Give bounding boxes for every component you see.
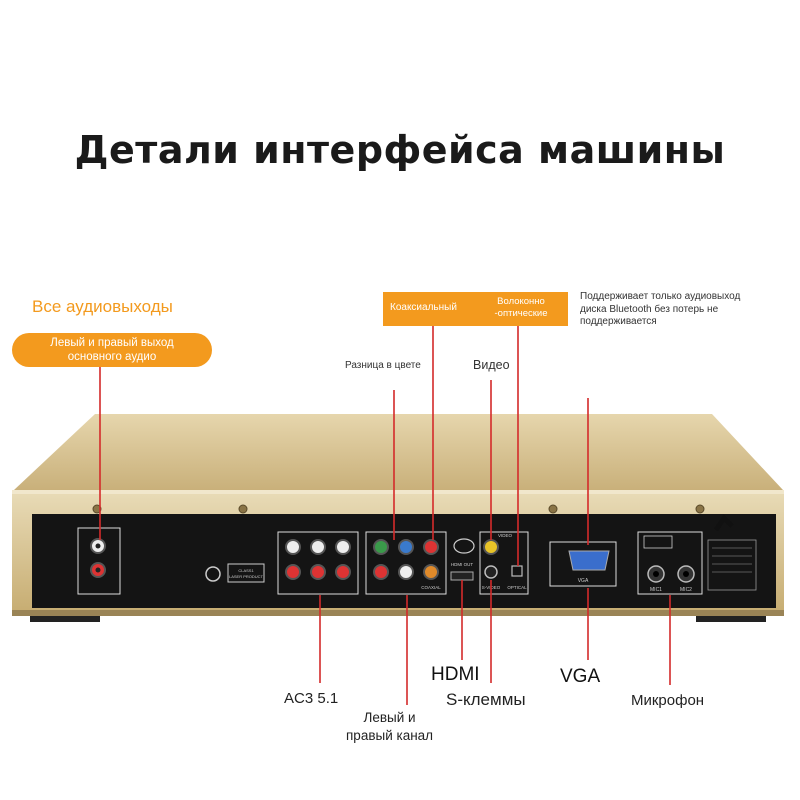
page-title: Детали интерфейса машины bbox=[74, 128, 726, 172]
rca-orange-jack bbox=[423, 564, 439, 580]
hdmi-label: HDMI bbox=[431, 664, 480, 685]
rca-white-jack bbox=[398, 564, 414, 580]
optical-port bbox=[511, 565, 523, 577]
microphone-label: Микрофон bbox=[631, 692, 705, 709]
lr-main-audio-pill: Левый и правый выход основного аудио bbox=[12, 333, 212, 367]
vga-label: VGA bbox=[560, 666, 601, 687]
color-difference-label: Разница в цвете bbox=[345, 360, 421, 371]
video-label: Видео bbox=[473, 358, 510, 372]
lr-channel-line2: правый канал bbox=[346, 728, 434, 743]
all-audio-outputs-label: Все аудиовыходы bbox=[32, 297, 173, 316]
svideo-label: S-клеммы bbox=[446, 690, 526, 709]
class1-text: CLASS1 bbox=[238, 568, 254, 573]
rca-red-jack bbox=[423, 539, 439, 555]
laser-text: LASER PRODUCT bbox=[229, 574, 264, 579]
rca-blue-jack bbox=[398, 539, 414, 555]
rear-panel bbox=[32, 514, 776, 608]
device-top bbox=[14, 414, 783, 490]
optical-label: Волоконно -оптические bbox=[486, 296, 556, 320]
rca-white-jack bbox=[335, 539, 351, 555]
rca-red-jack bbox=[285, 564, 301, 580]
power-cable bbox=[713, 514, 734, 532]
vga-port bbox=[568, 550, 610, 571]
rca-white-jack bbox=[310, 539, 326, 555]
screw bbox=[695, 504, 705, 514]
optical-line2: -оптические bbox=[494, 308, 548, 319]
bt-line1: Поддерживает только аудиовыход bbox=[580, 291, 741, 302]
mic2-text: MIC2 bbox=[680, 587, 692, 593]
ac3-label: AC3 5.1 bbox=[284, 690, 339, 707]
power-label bbox=[707, 539, 757, 591]
screw bbox=[238, 504, 248, 514]
coax-optical-box bbox=[383, 292, 568, 326]
lr-channel-label: Левый и правый канал bbox=[346, 709, 433, 745]
coaxial-label: Коаксиальный bbox=[390, 302, 457, 313]
lr-channel-line1: Левый и bbox=[363, 710, 416, 725]
bluetooth-note: Поддерживает только аудиовыход диска Blu… bbox=[580, 291, 780, 329]
lr-main-audio-line1: Левый и правый выход bbox=[50, 337, 174, 349]
rca-green-jack bbox=[373, 539, 389, 555]
optical-line1: Волоконно bbox=[497, 296, 545, 307]
hdmi-port bbox=[450, 571, 474, 581]
coaxial-port-text: COAXIAL bbox=[421, 585, 441, 590]
bt-line3: поддерживается bbox=[580, 316, 657, 327]
screw bbox=[548, 504, 558, 514]
video-port-text: VIDEO bbox=[498, 533, 513, 538]
ccc-logo-icon bbox=[453, 538, 475, 554]
lr-main-audio-line2: основного аудио bbox=[67, 351, 157, 363]
laser-symbol-icon bbox=[205, 566, 221, 582]
mic1-text: MIC1 bbox=[650, 587, 662, 593]
rca-red-jack bbox=[335, 564, 351, 580]
bt-line2: диска Bluetooth без потерь не bbox=[580, 303, 719, 315]
optical-port-text: OPTICAL bbox=[507, 585, 527, 590]
rca-yellow-video-jack bbox=[483, 539, 499, 555]
rca-red-jack bbox=[310, 564, 326, 580]
vga-port-text: VGA bbox=[578, 578, 589, 584]
rca-white-jack bbox=[285, 539, 301, 555]
svideo-port bbox=[484, 565, 498, 579]
hdmi-out-text: HDMI OUT bbox=[451, 562, 473, 567]
rca-red-jack bbox=[373, 564, 389, 580]
screw bbox=[92, 504, 102, 514]
